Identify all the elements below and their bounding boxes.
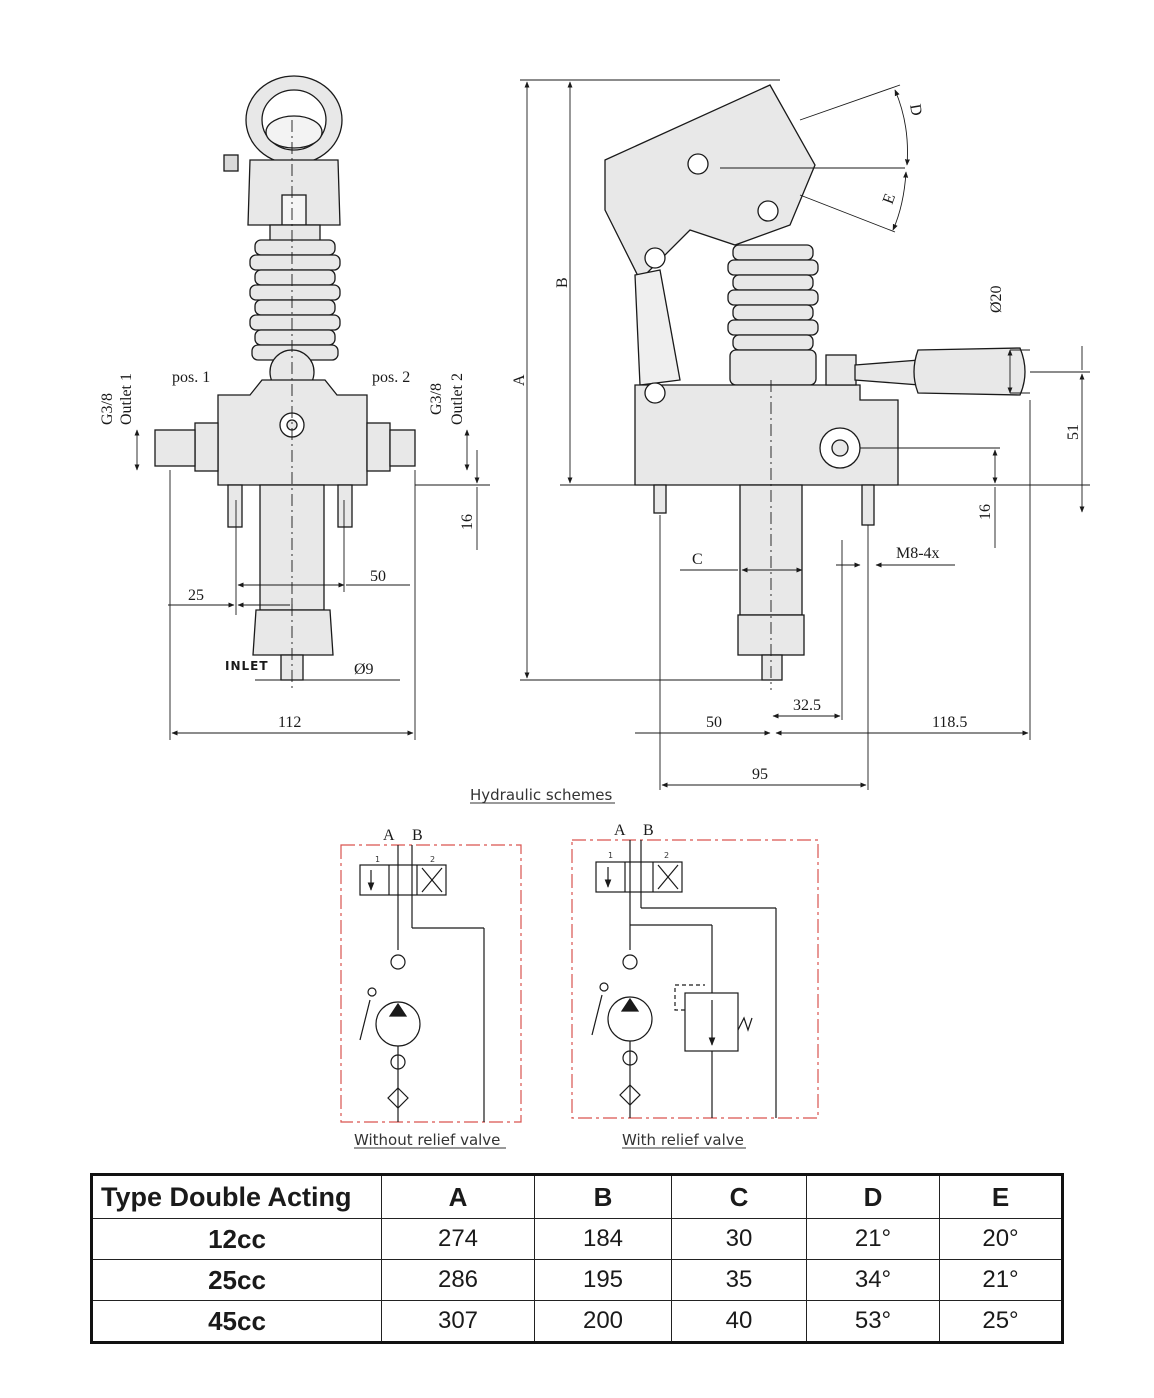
right-pos-2: 2 bbox=[664, 851, 669, 860]
row-type: 12cc bbox=[91, 1218, 382, 1260]
directional-valve-symbol bbox=[359, 864, 447, 896]
technical-drawing: G3/8 Outlet 1 G3/8 Outlet 2 pos. 1 pos. … bbox=[99, 75, 1090, 1149]
side-view bbox=[604, 84, 1026, 690]
lever-side bbox=[604, 84, 816, 282]
side-handle bbox=[854, 359, 921, 386]
left-port-b: B bbox=[412, 827, 423, 844]
scheme-without-relief bbox=[340, 844, 522, 1123]
row-type: 45cc bbox=[91, 1300, 382, 1343]
dimension-table: Type Double Acting A B C D E 12cc 274 18… bbox=[90, 1173, 1064, 1344]
side-dim-B: B bbox=[554, 277, 571, 288]
outlet-2-fitting bbox=[366, 422, 391, 472]
cell-c: 40 bbox=[671, 1300, 807, 1343]
lever-body bbox=[247, 159, 341, 226]
outlet1-label: Outlet 1 bbox=[118, 373, 135, 425]
cell-e: 20° bbox=[939, 1218, 1063, 1260]
front-dim-50: 50 bbox=[370, 568, 386, 585]
scheme-with-relief bbox=[571, 839, 819, 1119]
side-dimensions bbox=[520, 79, 1090, 790]
front-dim-16: 16 bbox=[459, 514, 476, 530]
cell-a: 274 bbox=[381, 1218, 535, 1260]
cell-a: 286 bbox=[381, 1259, 535, 1301]
right-pos-1: 1 bbox=[608, 851, 613, 860]
cell-b: 200 bbox=[534, 1300, 672, 1343]
front-view bbox=[154, 75, 416, 690]
row-type: 25cc bbox=[91, 1259, 382, 1301]
bellows-front bbox=[249, 239, 341, 361]
left-scheme-caption: Without relief valve bbox=[354, 1131, 500, 1149]
pos2-label: pos. 2 bbox=[372, 369, 410, 386]
left-pos-2: 2 bbox=[430, 855, 435, 864]
right-port-b: B bbox=[643, 822, 654, 839]
cell-a: 307 bbox=[381, 1300, 535, 1343]
filter-symbol bbox=[387, 1087, 409, 1109]
pos1-label: pos. 1 bbox=[172, 369, 210, 386]
side-dim-D: D bbox=[906, 103, 925, 117]
outlet2-thread-label: G3/8 bbox=[428, 383, 445, 415]
cell-d: 21° bbox=[806, 1218, 940, 1260]
left-pos-1: 1 bbox=[375, 855, 380, 864]
side-dim-95: 95 bbox=[752, 766, 768, 783]
cell-e: 21° bbox=[939, 1259, 1063, 1301]
right-scheme-caption: With relief valve bbox=[622, 1131, 744, 1149]
side-dim-C: C bbox=[692, 551, 703, 568]
left-port-a: A bbox=[383, 827, 395, 844]
table-row: 25cc 286 195 35 34° 21° bbox=[91, 1259, 1063, 1301]
side-dim-m8: M8-4x bbox=[896, 545, 940, 562]
table-row: 12cc 274 184 30 21° 20° bbox=[91, 1218, 1063, 1260]
cell-b: 195 bbox=[534, 1259, 672, 1301]
cell-c: 35 bbox=[671, 1259, 807, 1301]
side-dim-E: E bbox=[880, 191, 899, 206]
header-type: Type Double Acting bbox=[91, 1174, 382, 1219]
schemes-title: Hydraulic schemes bbox=[470, 786, 613, 804]
outlet1-thread-label: G3/8 bbox=[99, 393, 116, 425]
side-dim-A: A bbox=[511, 374, 528, 386]
cell-d: 34° bbox=[806, 1259, 940, 1301]
front-dim-dia9: Ø9 bbox=[354, 661, 374, 678]
side-dim-dia20: Ø20 bbox=[988, 285, 1005, 313]
side-dim-16: 16 bbox=[977, 504, 994, 520]
side-dim-118-5: 118.5 bbox=[932, 714, 967, 731]
table-row: 45cc 307 200 40 53° 25° bbox=[91, 1300, 1063, 1343]
header-c: C bbox=[671, 1174, 807, 1219]
cell-c: 30 bbox=[671, 1218, 807, 1260]
pump-body-side bbox=[634, 384, 899, 486]
bellows-side bbox=[727, 244, 819, 386]
header-b: B bbox=[534, 1174, 672, 1219]
right-port-a: A bbox=[614, 822, 626, 839]
header-e: E bbox=[939, 1174, 1063, 1219]
front-dim-25: 25 bbox=[188, 587, 204, 604]
cell-e: 25° bbox=[939, 1300, 1063, 1343]
outlet2-label: Outlet 2 bbox=[449, 373, 466, 425]
check-valve-symbol bbox=[390, 954, 406, 970]
side-dim-32-5: 32.5 bbox=[793, 697, 821, 714]
front-dim-112: 112 bbox=[278, 714, 301, 731]
cell-d: 53° bbox=[806, 1300, 940, 1343]
header-d: D bbox=[806, 1174, 940, 1219]
inlet-label: INLET bbox=[225, 659, 269, 673]
side-dim-51: 51 bbox=[1065, 424, 1082, 440]
side-dim-50: 50 bbox=[706, 714, 722, 731]
cell-b: 184 bbox=[534, 1218, 672, 1260]
table-header-row: Type Double Acting A B C D E bbox=[91, 1174, 1063, 1219]
front-dimensions bbox=[134, 429, 490, 740]
header-a: A bbox=[381, 1174, 535, 1219]
outlet-1-fitting bbox=[194, 422, 219, 472]
